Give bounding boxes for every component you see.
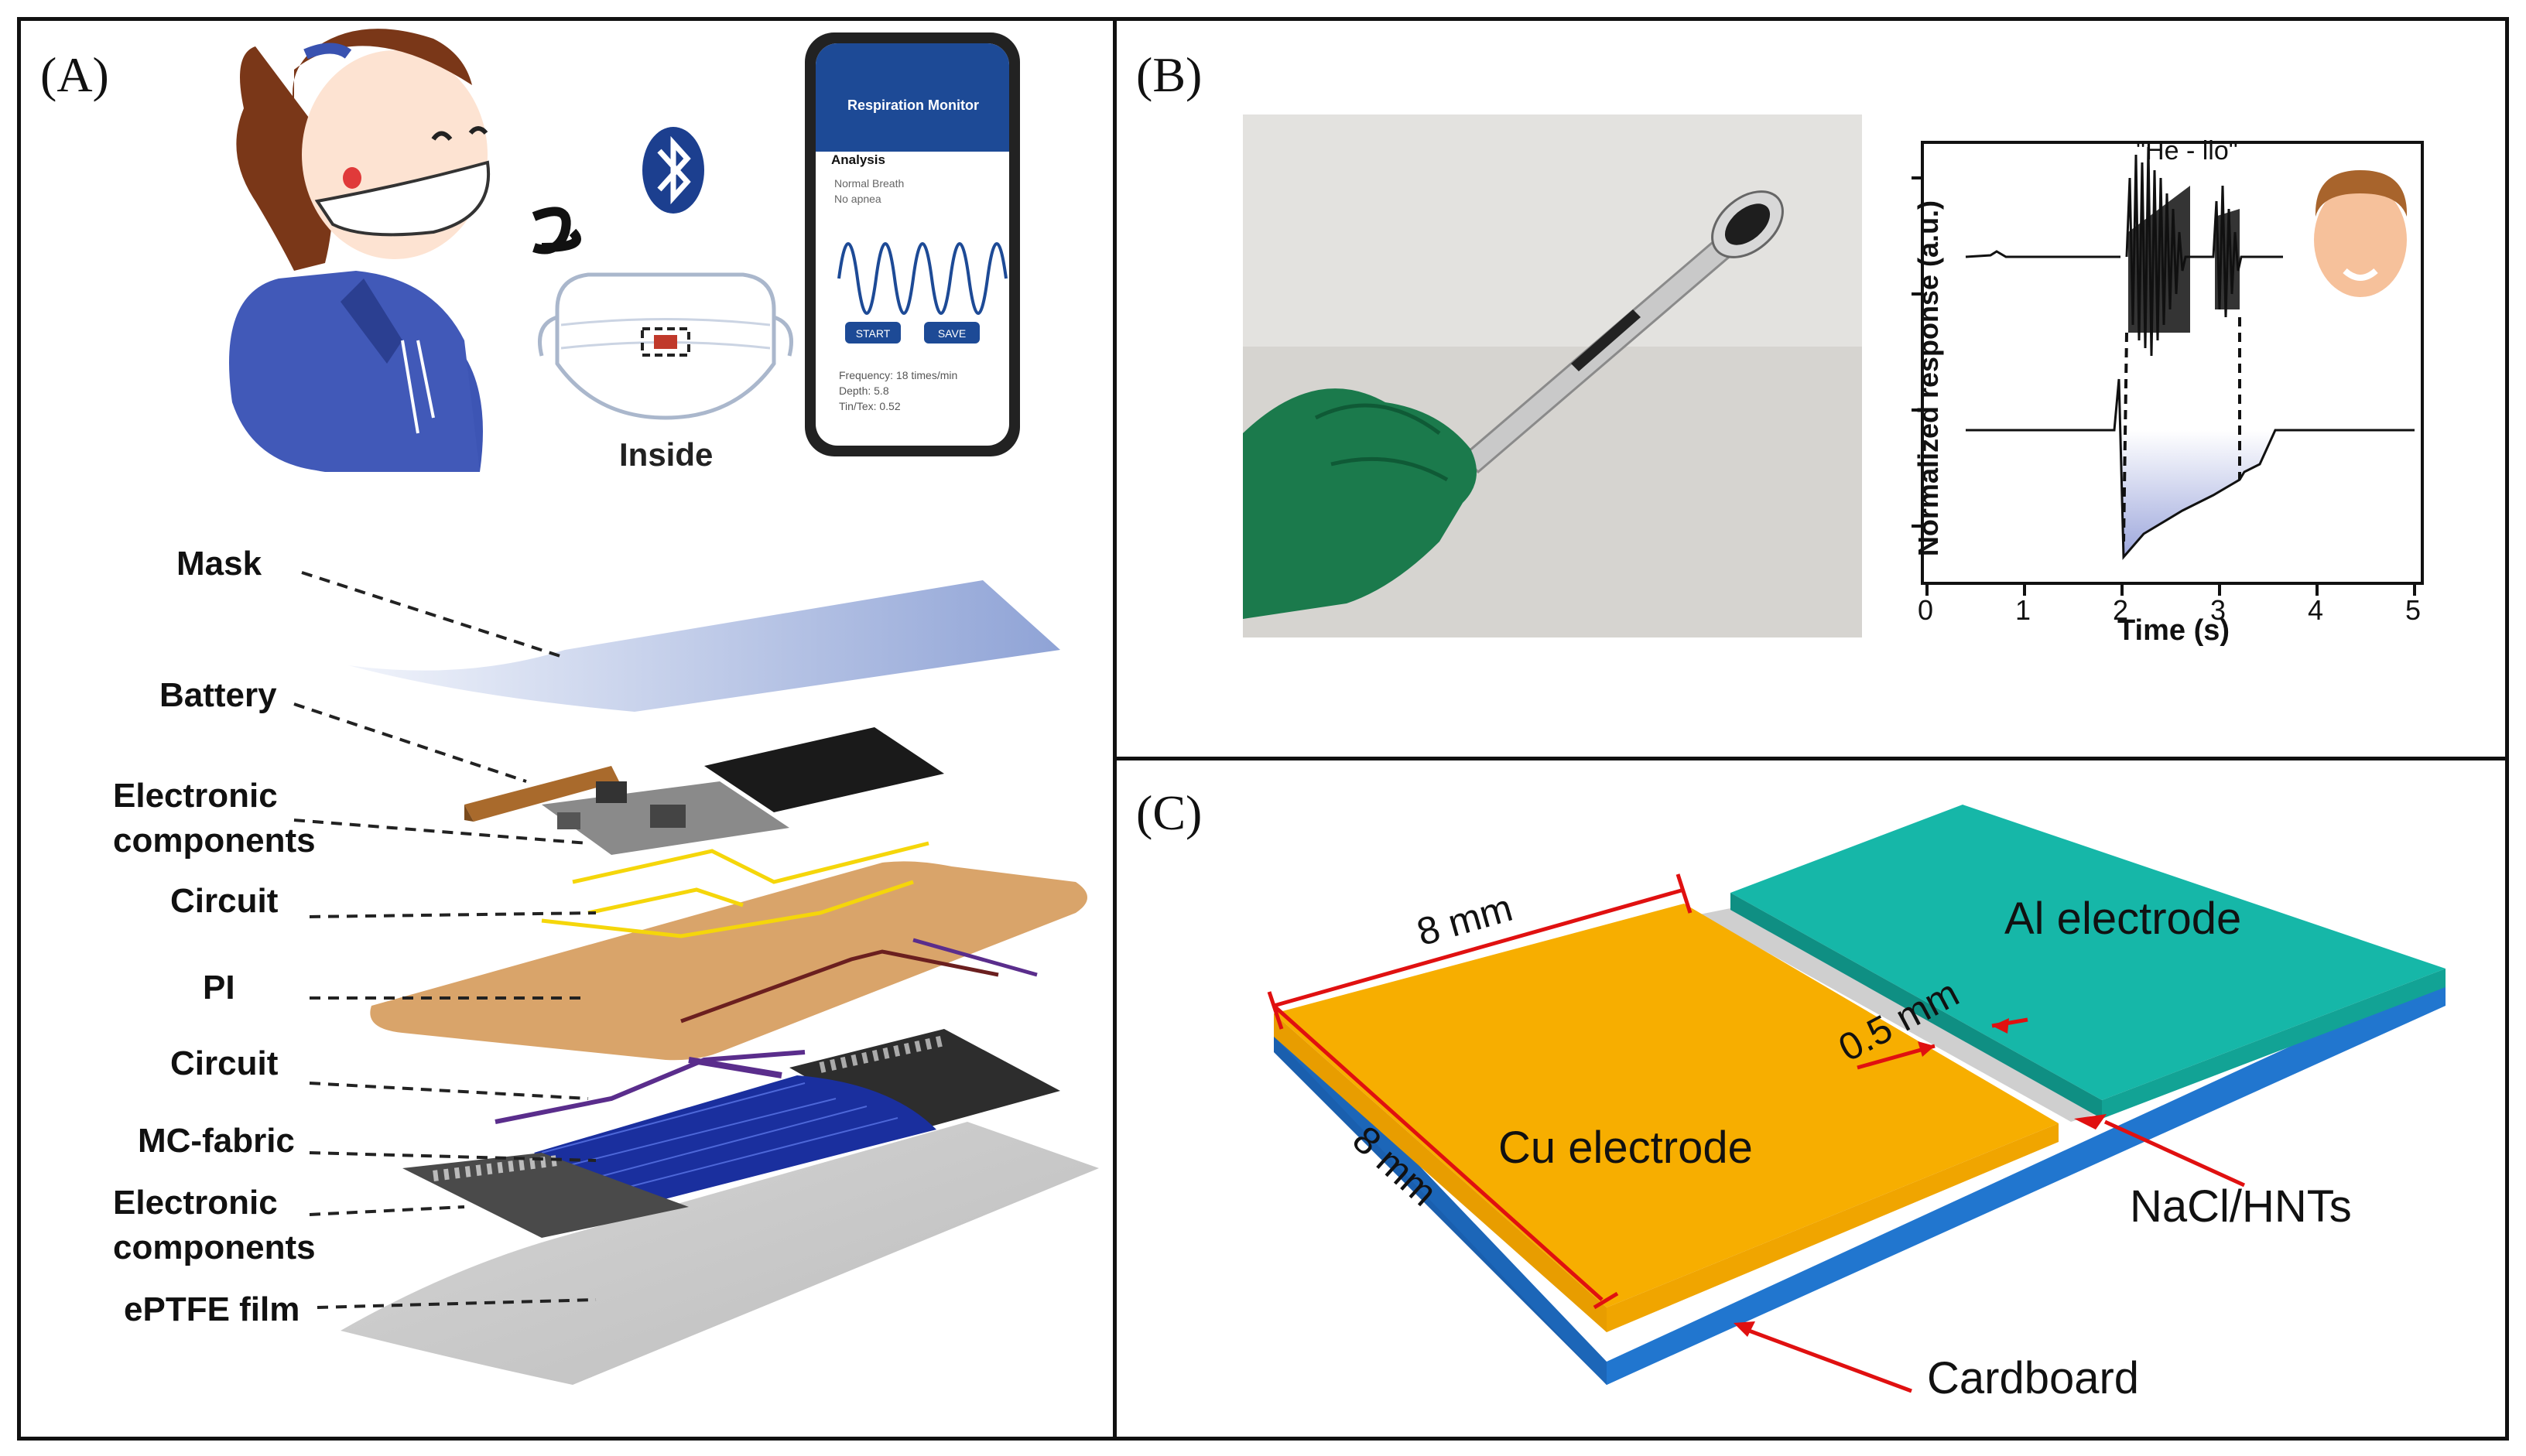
eptfe-film-layer [341,1122,1099,1385]
chart-y-axis-label: Normalized response (a.u.) [1912,200,1944,557]
panel-divider-horizontal [1113,757,2509,760]
panel-divider-vertical [1113,17,1117,1441]
phone-frequency: Frequency: 18 times/min [839,369,957,381]
layer-label-pi: PI [203,969,235,1007]
mc-fabric-layer [534,1075,936,1207]
mask-layer [348,580,1060,712]
figure-frame [17,17,2509,1441]
chart-x-tick-5: 5 [2405,594,2422,626]
pi-layer [370,861,1087,1061]
panel-a-label: (A) [40,47,109,102]
chart-x-axis-label: Time (s) [2117,614,2230,647]
electronic-components-top [542,727,944,855]
panel-c-label: (C) [1136,785,1203,840]
phone-start-button[interactable]: START [856,327,891,340]
al-electrode-label: Al electrode [2004,894,2242,944]
bluetooth-icon [642,127,704,214]
phone-ratio: Tin/Tex: 0.52 [839,400,901,412]
connector-right [789,1029,1060,1133]
phone-mockup [805,32,1020,456]
layer-label-mask: Mask [176,545,262,583]
inside-label: Inside [619,436,713,473]
layer-label-circuit-1: Circuit [170,882,279,920]
connector-left [402,1153,689,1238]
nacl-hnts-label: NaCl/HNTs [2130,1181,2352,1232]
chart-x-tick-1: 1 [2015,594,2031,626]
phone-save-button[interactable]: SAVE [938,327,966,340]
layer-label-electronic-components-1: Electronic components [113,777,316,860]
layer-label-eptfe-film: ePTFE film [124,1290,300,1328]
chart-x-tick-4: 4 [2308,594,2324,626]
battery-layer [464,766,619,822]
layer-label-mc-fabric: MC-fabric [138,1122,295,1160]
phone-normal-breath: Normal Breath [834,177,904,190]
chart-x-tick-2: 2 [2113,594,2129,626]
panel-a-illustration: Inside Respiration Monitor Analysis Norm… [229,29,1099,1385]
cu-electrode-label: Cu electrode [1498,1123,1753,1173]
chart-x-tick-0: 0 [1918,594,1934,626]
chart-annotation: "He - llo" [2136,136,2238,166]
phone-title: Respiration Monitor [847,97,979,113]
circuit-traces [495,841,929,1124]
layer-label-electronic-components-2: Electronic components [113,1184,316,1266]
leader-lines [293,571,597,1309]
layer-label-battery: Battery [159,676,277,714]
phone-analysis: Analysis [831,152,885,167]
mask-inside-icon [538,272,793,420]
cardboard-label: Cardboard [1927,1353,2140,1403]
breath-icon [532,207,581,255]
phone-no-apnea: No apnea [834,193,881,205]
layer-label-circuit-2: Circuit [170,1044,279,1082]
phone-depth: Depth: 5.8 [839,385,889,397]
panel-b-label: (B) [1136,47,1203,102]
chart-x-tick-3: 3 [2210,594,2227,626]
woman-illustration [229,29,491,472]
